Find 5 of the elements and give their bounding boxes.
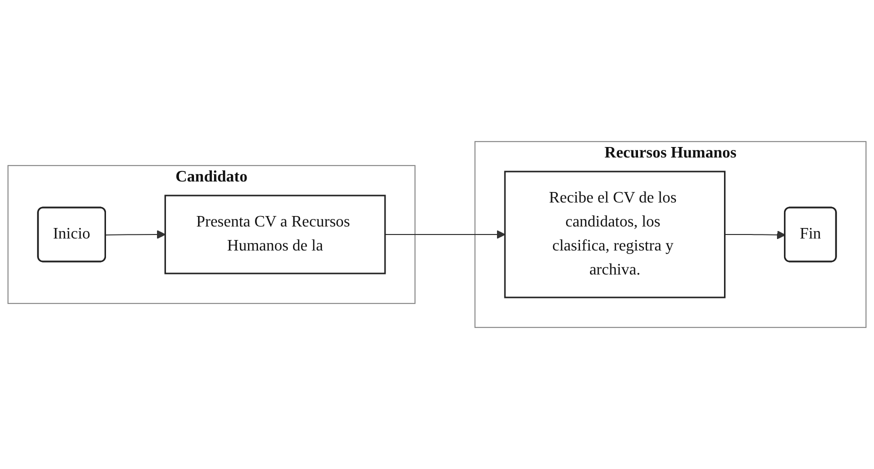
node-box: Presenta CV a Recursos Humanos de la — [164, 194, 386, 274]
arrow — [105, 230, 166, 239]
arrow — [384, 230, 506, 239]
node-box: Recibe el CV de los candidatos, los clasifica, registra y archiva. — [504, 170, 726, 298]
arrow — [724, 230, 786, 240]
